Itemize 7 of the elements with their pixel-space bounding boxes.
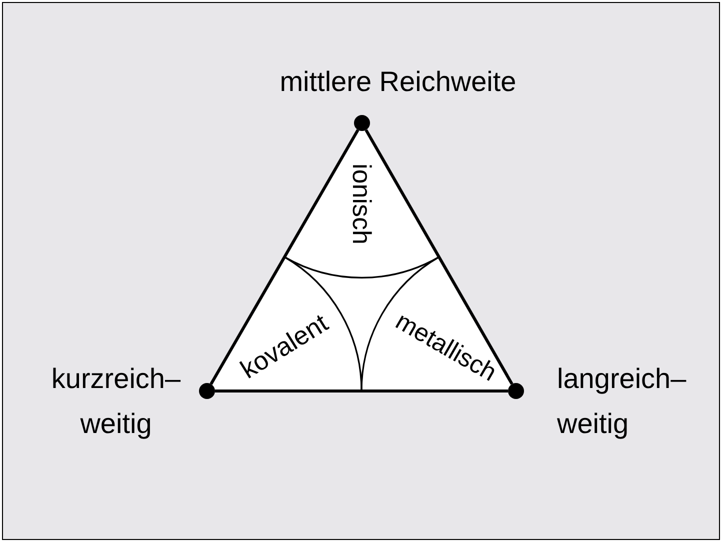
region-label: ionisch xyxy=(347,164,377,244)
triangle-side xyxy=(215,390,508,392)
triangle-side xyxy=(364,129,514,385)
vertex-label: langreich– weitig xyxy=(557,362,688,441)
triangle-side xyxy=(210,129,360,385)
vertex-label: kurzreich– weitig xyxy=(50,362,182,441)
vertex-label: mittlere Reichweite xyxy=(278,65,518,99)
